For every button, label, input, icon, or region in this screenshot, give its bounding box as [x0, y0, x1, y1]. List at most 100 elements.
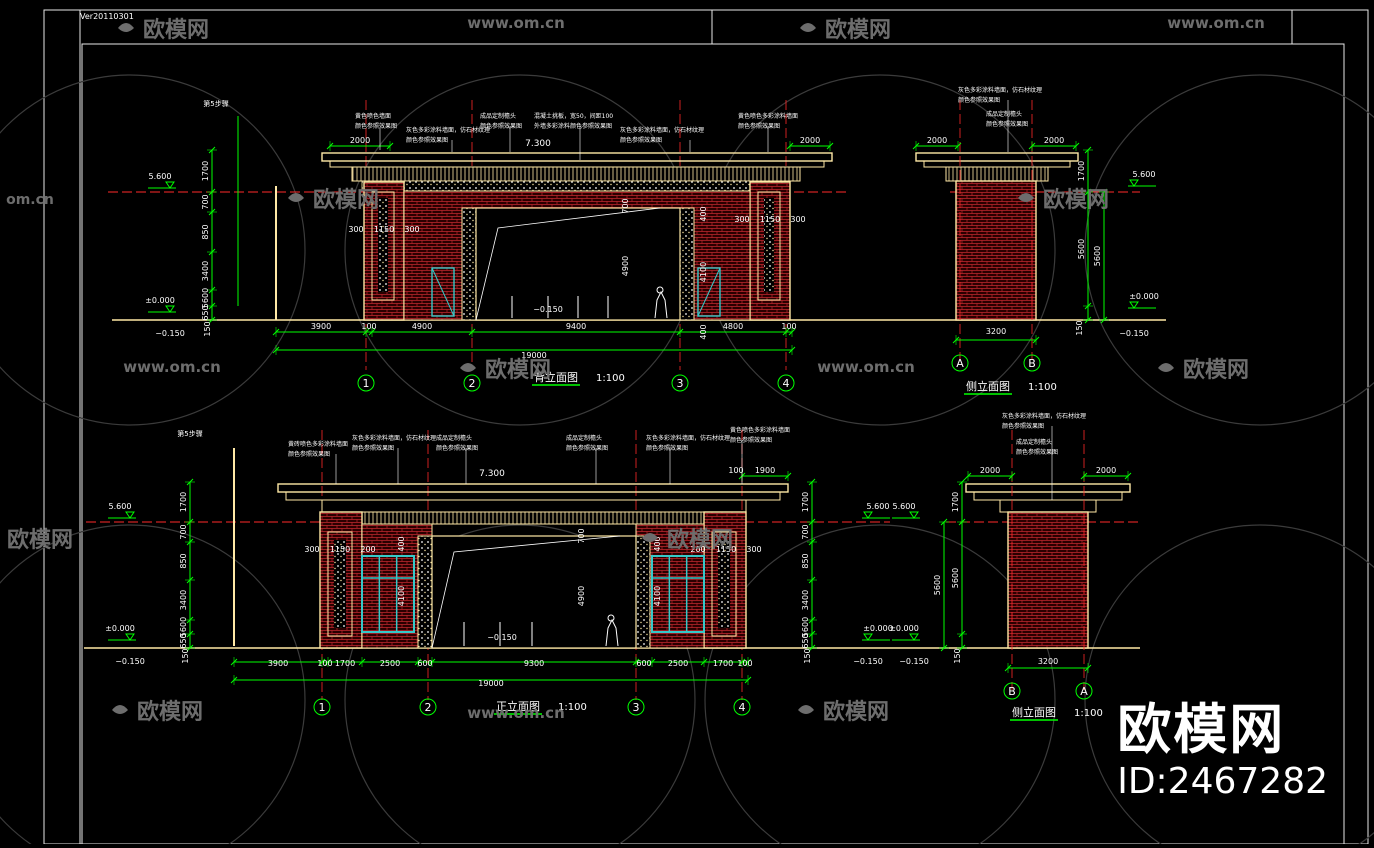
- note-text: 灰色多彩涂料墙面，仿石材纹理: [620, 126, 704, 134]
- note-text: 灰色多彩涂料墙面，仿石材纹理: [352, 434, 436, 442]
- stone-column: [417, 535, 433, 649]
- level-triangle: [165, 181, 175, 189]
- pier-panel: [327, 531, 353, 637]
- axis-bubble: 1: [313, 698, 331, 716]
- sofa-icon: [800, 23, 816, 32]
- watermark-site: www.om.cn: [1167, 14, 1265, 32]
- axis-circle: [357, 374, 375, 392]
- roof-fascia: [923, 160, 1071, 168]
- view-scale: 1:100: [596, 373, 625, 384]
- level-mark: ±0.000: [1128, 292, 1159, 309]
- dim-label: 300: [790, 215, 805, 224]
- axis-bubble: 1: [357, 374, 375, 392]
- note-text: 颜色参照效果图: [566, 444, 608, 452]
- note-text: 成品定制檐头: [1016, 438, 1052, 446]
- gate-rail: [431, 535, 621, 649]
- pier-stone-inlay: [718, 540, 730, 628]
- dim-label: 4100: [653, 586, 662, 606]
- axis-label: 3: [633, 701, 640, 714]
- note-text: 黄砖喷色多彩涂料墙面: [288, 440, 348, 448]
- view-title-text: 侧立面图: [966, 379, 1010, 393]
- dim-label: 1700: [1077, 161, 1086, 181]
- dim-label: 150: [203, 321, 212, 336]
- dim-label: 150: [953, 648, 962, 663]
- dim-label: 2000: [927, 136, 947, 145]
- watermark-brand: 欧模网: [798, 699, 889, 725]
- level-label: −0.150: [533, 305, 563, 314]
- dim-label: 700: [201, 194, 210, 209]
- sofa-icon: [112, 705, 128, 714]
- note-text: 颜色参照效果图: [646, 444, 688, 452]
- watermark-site: www.om.cn: [123, 358, 221, 376]
- note-text: 成品定制檐头: [566, 434, 602, 442]
- level-label: −0.150: [487, 633, 517, 642]
- brand-id: ID:2467282: [1117, 761, 1328, 802]
- note-text: 颜色参照效果图: [730, 436, 772, 444]
- note-text: 颜色参照效果图: [480, 122, 522, 130]
- roof-band: [321, 499, 747, 513]
- level-triangle: [1129, 301, 1139, 309]
- level-label: −0.150: [115, 657, 145, 666]
- watermark-brand: 欧模网: [1158, 357, 1249, 383]
- axis-bubble: A: [951, 354, 969, 372]
- axis-bubble: 4: [733, 698, 751, 716]
- note-text: 颜色参照效果图: [352, 444, 394, 452]
- axis-bubble: 2: [463, 374, 481, 392]
- dim-label: 600: [636, 659, 651, 668]
- stone-band: [361, 180, 751, 192]
- axis-bubble: B: [1023, 354, 1041, 372]
- note-text: 成品定制檐头: [436, 434, 472, 442]
- note-text: 灰色多彩涂料墙面，仿石材纹理: [958, 86, 1042, 94]
- watermark-brand-text: 欧模网: [7, 527, 73, 553]
- dim-label: 4100: [699, 262, 708, 282]
- dim-label: 700: [577, 528, 586, 543]
- watermark-brand-text: 欧模网: [1183, 357, 1249, 383]
- sofa-icon: [642, 533, 658, 542]
- axis-circle: [1075, 682, 1093, 700]
- dim-label: 3400: [201, 261, 210, 281]
- dim-label: 650: [179, 633, 188, 648]
- axis-circle: [951, 354, 969, 372]
- roof-fascia: [973, 491, 1123, 501]
- dim-label: 850: [179, 553, 188, 568]
- axis-circle: [313, 698, 331, 716]
- stone-column: [679, 207, 695, 321]
- dim-label: 5600: [201, 288, 210, 308]
- axis-circle: [419, 698, 437, 716]
- dim-label: 100: [728, 466, 743, 475]
- note-text: 颜色参照效果图: [1002, 422, 1044, 430]
- note-text: 灰色多彩涂料墙面，仿石材纹理: [406, 126, 490, 134]
- note-text: 外墙多彩涂料颜色参照效果图: [534, 122, 612, 130]
- dim-label: 2000: [1044, 136, 1064, 145]
- watermark-brand-text: 欧模网: [1043, 187, 1109, 213]
- view-title-text: 正立面图: [496, 699, 540, 713]
- note-text: 颜色参照效果图: [288, 450, 330, 458]
- door-swing: [431, 267, 455, 317]
- dim-label: 5600: [1077, 239, 1086, 259]
- axis-label: B: [1008, 685, 1016, 698]
- dim-label: 100: [737, 659, 752, 668]
- dim-label: 1150: [760, 215, 780, 224]
- note-text: 灰色多彩涂料墙面，仿石材纹理: [646, 434, 730, 442]
- dim-label: 7.300: [525, 139, 551, 149]
- axis-circle: [733, 698, 751, 716]
- back-elevation: 1700700850340056006501505.600±0.000−0.15…: [108, 99, 930, 392]
- sofa-icon: [288, 193, 304, 202]
- dim-label: 400: [397, 536, 406, 551]
- axis-bubble: 2: [419, 698, 437, 716]
- dim-label: 1700: [951, 492, 960, 512]
- dim-label: 1150: [716, 545, 736, 554]
- roof-slab: [915, 152, 1079, 162]
- note-text: 颜色参照效果图: [986, 120, 1028, 128]
- door: [431, 267, 455, 317]
- roof-fascia: [285, 491, 781, 501]
- person-figure: [654, 286, 668, 319]
- note-text: 颜色参照效果图: [436, 444, 478, 452]
- dim-label: 150: [1075, 320, 1084, 335]
- dim-label: 300: [348, 225, 363, 234]
- note-text: 黄色喷色墙面: [355, 112, 391, 120]
